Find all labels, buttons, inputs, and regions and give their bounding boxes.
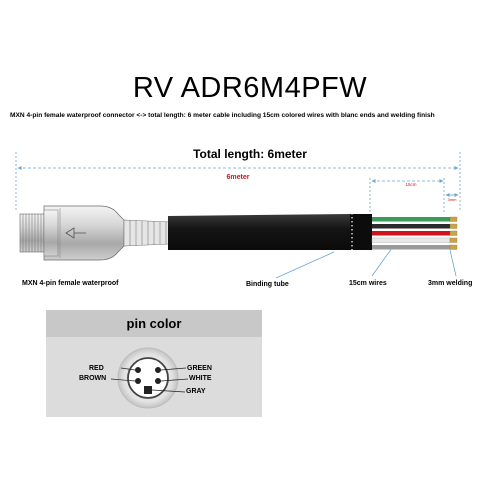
wire-length-dimension xyxy=(369,178,459,212)
pin-label-gray: GRAY xyxy=(186,388,206,395)
connector xyxy=(19,205,171,261)
leader-lines xyxy=(275,247,457,279)
pin-panel-header xyxy=(46,310,262,337)
pin-color-title: pin color xyxy=(126,316,182,331)
pin-face xyxy=(110,347,189,409)
wire-length-label: 15cm xyxy=(405,182,417,187)
total-length-dimension xyxy=(15,152,461,210)
cable xyxy=(168,213,372,251)
pin-label-brown: BROWN xyxy=(79,375,107,382)
total-length-label: Total length: 6meter xyxy=(193,147,307,161)
pin-label-red: RED xyxy=(89,365,104,372)
wires xyxy=(371,216,458,250)
pin-label-green: GREEN xyxy=(187,365,212,372)
welding-label: 3mm welding xyxy=(428,280,473,287)
weld-length-label: 3mm xyxy=(447,197,457,202)
pin-label-white: WHITE xyxy=(189,375,212,382)
connector-label: MXN 4-pin female waterproof xyxy=(22,280,119,287)
cable-length-label: 6meter xyxy=(226,174,250,181)
wires-label: 15cm wires xyxy=(349,280,387,287)
binding-tube-label: Binding tube xyxy=(246,281,289,288)
product-title: RV ADR6M4PFW xyxy=(132,72,368,104)
product-description: MXN 4-pin female waterproof connector <-… xyxy=(10,112,435,119)
